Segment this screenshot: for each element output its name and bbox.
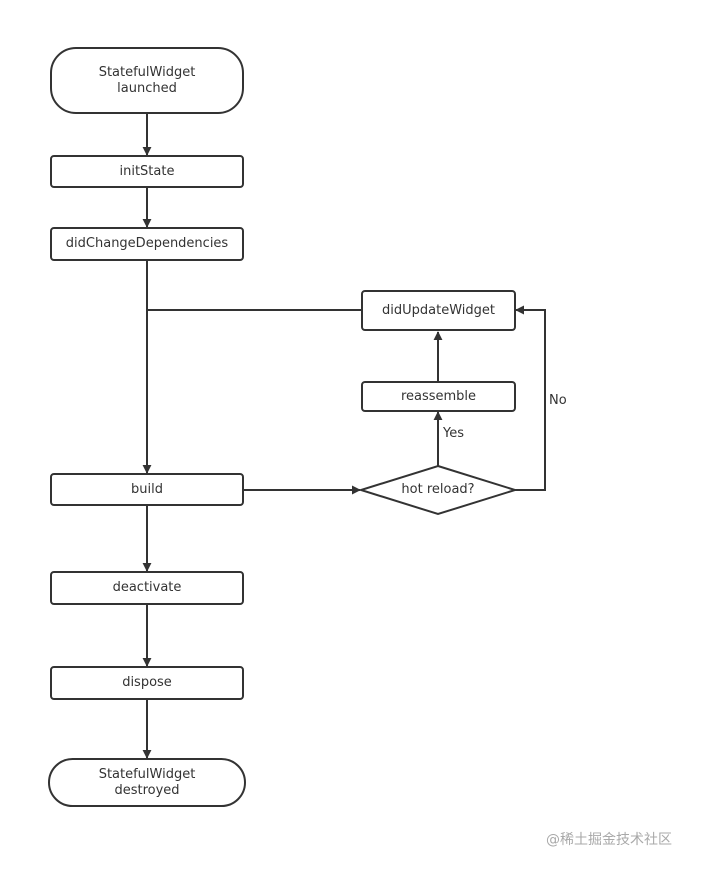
end-node: StatefulWidget destroyed [48, 758, 246, 807]
did-update-widget-node: didUpdateWidget [361, 290, 516, 331]
build-node: build [50, 473, 244, 506]
hot-reload-decision-shape [357, 464, 519, 516]
watermark-text: @稀土掘金技术社区 [546, 832, 672, 848]
end-node-label: StatefulWidget destroyed [98, 766, 196, 798]
yes-edge-label: Yes [443, 426, 464, 441]
deactivate-node: deactivate [50, 571, 244, 605]
build-label: build [131, 481, 163, 497]
start-node-label: StatefulWidget launched [98, 64, 196, 96]
init-state-label: initState [119, 163, 175, 179]
edge-hotreload-no-to-didupdate [515, 305, 546, 491]
did-change-dependencies-node: didChangeDependencies [50, 227, 244, 261]
dispose-node: dispose [50, 666, 244, 700]
did-change-dependencies-label: didChangeDependencies [65, 236, 229, 251]
start-node: StatefulWidget launched [50, 47, 244, 114]
reassemble-label: reassemble [400, 388, 477, 404]
reassemble-node: reassemble [361, 381, 516, 412]
deactivate-label: deactivate [112, 580, 182, 595]
no-edge-label: No [549, 393, 567, 408]
did-update-widget-label: didUpdateWidget [382, 302, 495, 318]
hot-reload-label: hot reload? [401, 482, 475, 497]
dispose-label: dispose [122, 675, 172, 690]
init-state-node: initState [50, 155, 244, 188]
